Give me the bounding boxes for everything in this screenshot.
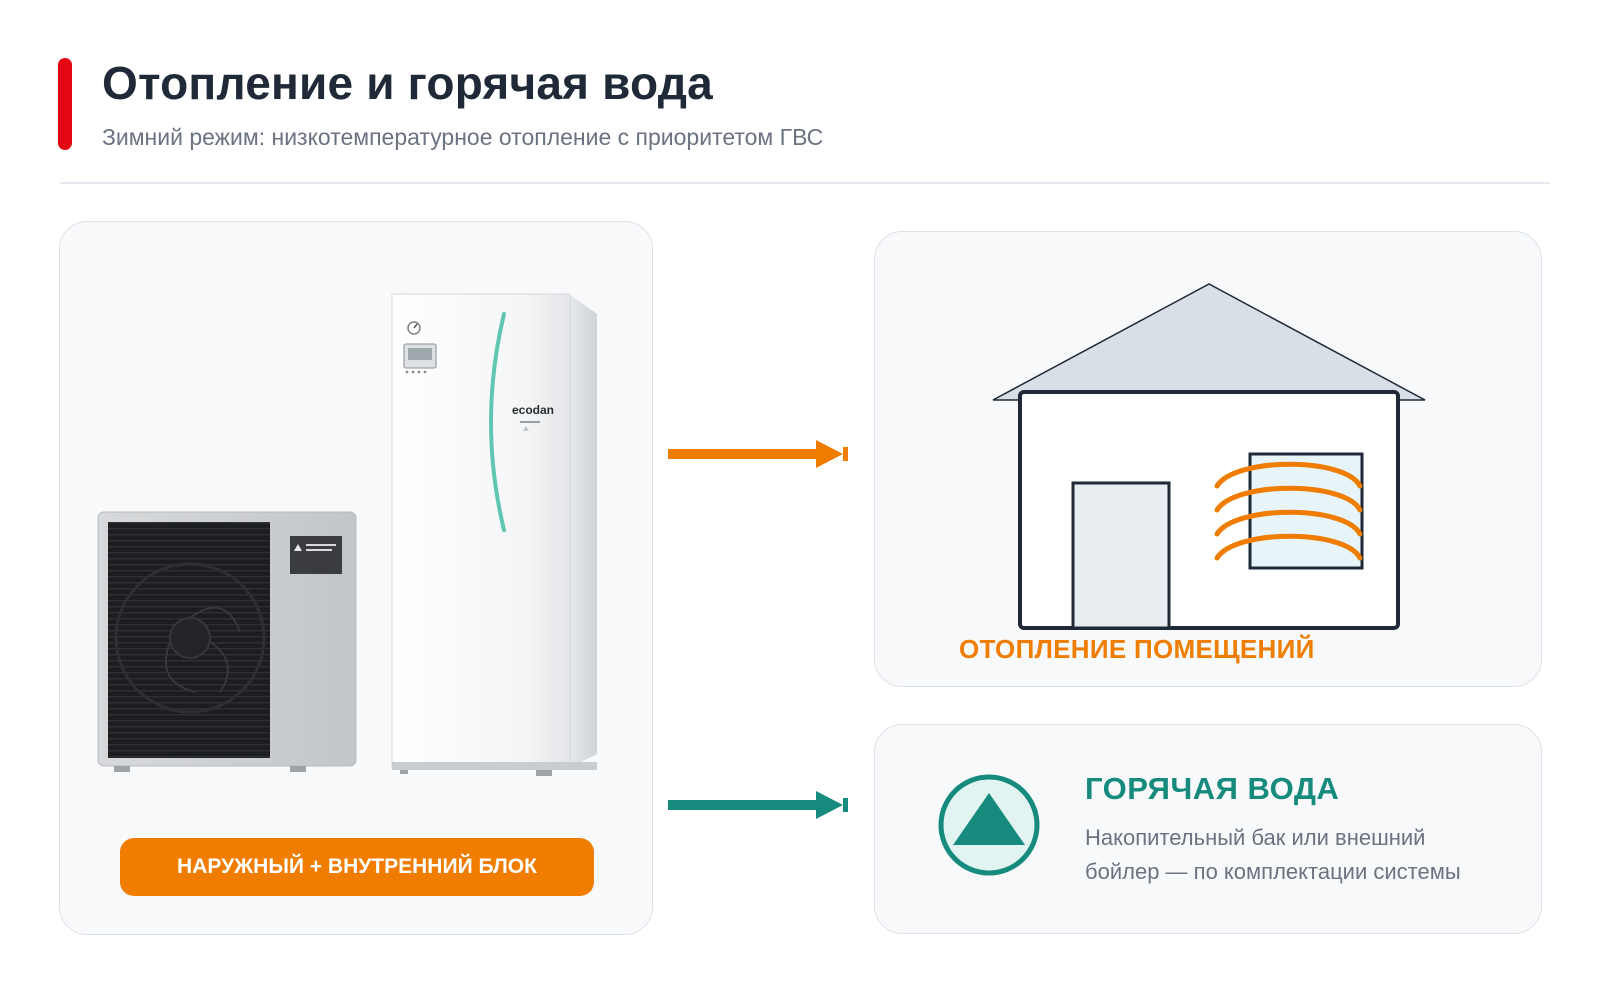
roof-shape bbox=[992, 283, 1426, 401]
space-heating-card: ОТОПЛЕНИЕ ПОМЕЩЕНИЙ bbox=[874, 231, 1542, 687]
hot-water-tank-icon bbox=[938, 774, 1040, 876]
heat-waves-icon bbox=[1214, 461, 1363, 561]
hot-water-card: ГОРЯЧАЯ ВОДА Накопительный бак или внешн… bbox=[874, 724, 1542, 934]
hot-water-flow-arrow bbox=[668, 791, 848, 819]
heat-pump-units-illustration: ecodan bbox=[97, 293, 597, 776]
ecodan-brand-text: ecodan bbox=[512, 403, 554, 417]
hot-water-title: ГОРЯЧАЯ ВОДА bbox=[1085, 771, 1340, 806]
title-accent-bar bbox=[58, 58, 72, 150]
page-title: Отопление и горячая вода bbox=[102, 57, 713, 109]
heating-flow-arrow bbox=[668, 440, 848, 468]
door-shape bbox=[1071, 481, 1171, 630]
outdoor-unit bbox=[97, 511, 357, 772]
equipment-label: НАРУЖНЫЙ + ВНУТРЕННИЙ БЛОК bbox=[120, 838, 594, 896]
indoor-unit: ecodan bbox=[391, 293, 597, 776]
equipment-card: ecodan НАРУЖНЫЙ + ВНУТРЕННИЙ БЛОК bbox=[59, 221, 653, 935]
house-icon bbox=[992, 283, 1426, 630]
page-subtitle: Зимний режим: низкотемпературное отоплен… bbox=[102, 124, 824, 150]
space-heating-label: ОТОПЛЕНИЕ ПОМЕЩЕНИЙ bbox=[959, 634, 1315, 664]
header-divider bbox=[60, 182, 1550, 184]
hot-water-description: Накопительный бак или внешний бойлер — п… bbox=[1085, 825, 1461, 884]
